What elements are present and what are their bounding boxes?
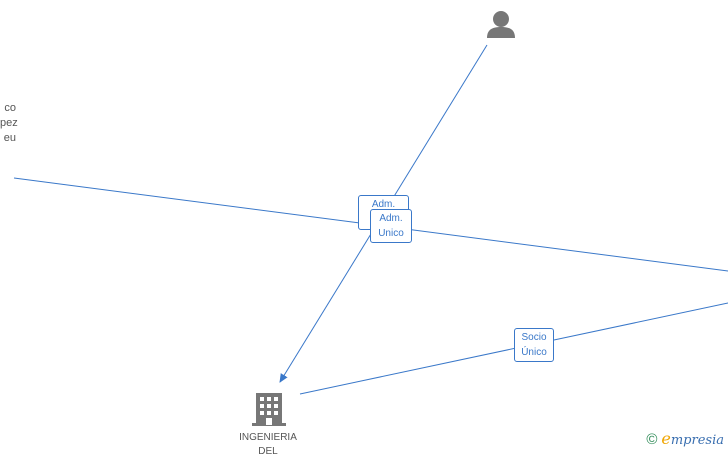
brand-initial: e bbox=[661, 429, 671, 448]
edge-label-line: Adm. bbox=[379, 213, 403, 224]
edge-label-line: Único bbox=[521, 347, 547, 358]
company-label-line: DEL bbox=[258, 446, 278, 457]
company-label[interactable]: INGENIERIA DEL bbox=[228, 431, 308, 459]
edge-label-socio-unico[interactable]: Socio Único bbox=[514, 328, 554, 362]
copyright-symbol: © bbox=[646, 431, 658, 448]
brand-name: mpresia bbox=[670, 433, 724, 448]
building-icon[interactable] bbox=[252, 393, 286, 426]
edge-label-adm-unico[interactable]: Adm. Unico bbox=[370, 209, 412, 243]
empresia-logo: ©empresia bbox=[646, 429, 724, 448]
edge-label-line: Socio bbox=[521, 332, 547, 343]
person-left-label[interactable]: co pez eu bbox=[0, 101, 18, 146]
person-left-label-line: co bbox=[4, 102, 16, 114]
person-icon[interactable] bbox=[487, 11, 515, 38]
person-left-label-line: eu bbox=[3, 132, 16, 144]
company-label-line: INGENIERIA bbox=[239, 432, 297, 443]
person-left-label-line: pez bbox=[0, 117, 18, 129]
edge-label-line: Unico bbox=[378, 228, 404, 239]
edge-label-line: Adm. bbox=[371, 199, 396, 210]
